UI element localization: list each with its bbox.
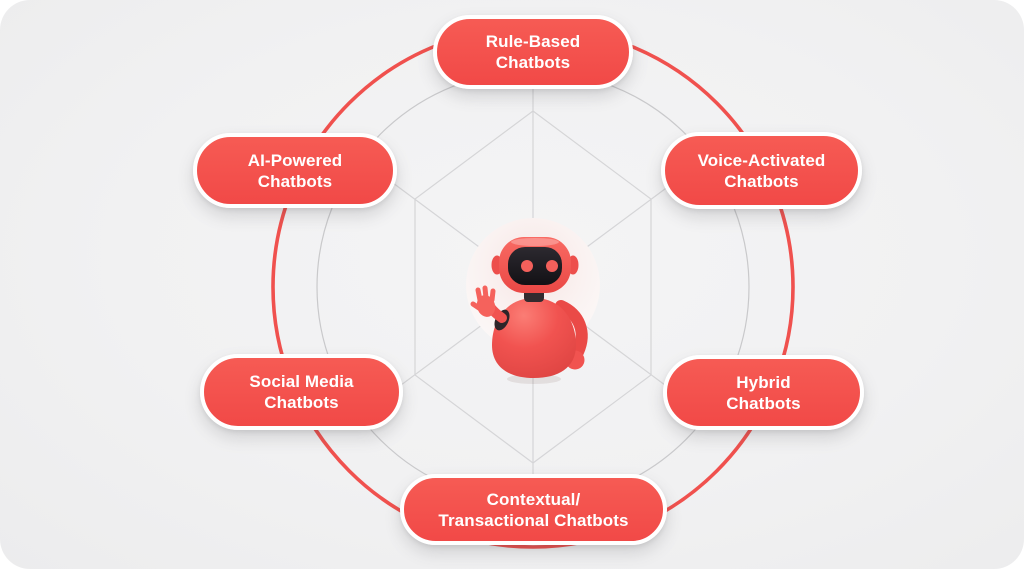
node-label-line: Chatbots <box>495 53 571 72</box>
node-label-line: AI-Powered <box>247 150 343 170</box>
node-label-line: Chatbots <box>726 393 801 413</box>
node-rule-based-chatbots: Rule-Based Chatbots <box>433 15 633 89</box>
node-label-line: Contextual/ <box>486 489 581 509</box>
node-label-line: Rule-Based <box>485 32 581 51</box>
node-social-media-chatbots: Social Media Chatbots <box>200 354 403 430</box>
node-label-line: Chatbots <box>257 171 333 191</box>
node-label-line: Chatbots <box>724 171 799 191</box>
node-ai-powered-chatbots: AI-Powered Chatbots <box>193 133 397 208</box>
node-voice-activated-chatbots: Voice-Activated Chatbots <box>661 132 862 209</box>
chatbot-robot-icon <box>470 237 588 384</box>
node-hybrid-chatbots: Hybrid Chatbots <box>663 355 864 430</box>
node-label-line: Chatbots <box>264 393 339 412</box>
node-label-line: Hybrid <box>736 372 791 392</box>
node-label-line: Social Media <box>249 372 354 391</box>
node-label-line: Voice-Activated <box>697 150 826 170</box>
node-label-line: Transactional Chatbots <box>438 510 629 530</box>
node-contextual-transactional-chatbots: Contextual/ Transactional Chatbots <box>400 474 667 545</box>
